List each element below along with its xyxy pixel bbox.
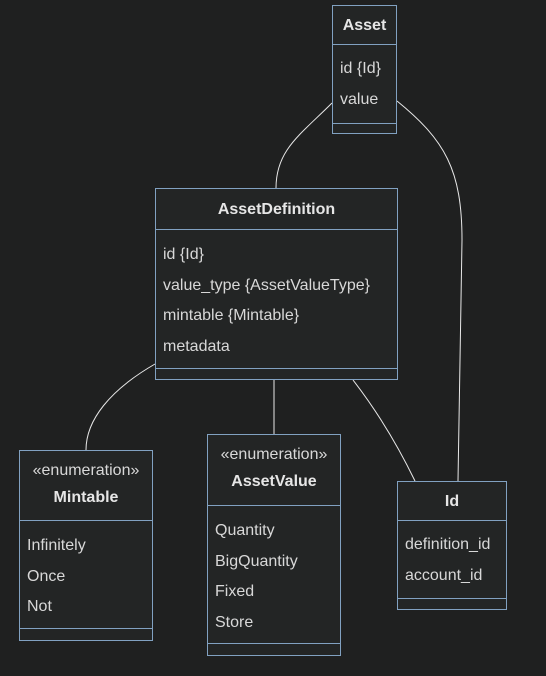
attribute: Not: [27, 598, 52, 615]
class-title: Id: [444, 493, 460, 510]
attribute: account_id: [405, 566, 483, 584]
class-mintable: «enumeration» Mintable Infinitely Once N…: [19, 450, 153, 641]
attribute: Infinitely: [27, 537, 86, 554]
attribute: value_type {AssetValueType}: [163, 276, 370, 294]
attribute: value: [340, 90, 379, 108]
stereotype-label: «enumeration»: [32, 462, 140, 479]
edge-assetdefinition-mintable: [85, 363, 156, 451]
attribute: Quantity: [215, 522, 275, 539]
attribute: Fixed: [215, 583, 255, 600]
class-asset-definition: AssetDefinition id {Id} value_type {Asse…: [155, 188, 398, 380]
attribute: mintable {Mintable}: [163, 307, 300, 324]
attribute: definition_id: [405, 536, 491, 553]
class-asset-value: «enumeration» AssetValue Quantity BigQua…: [207, 434, 341, 656]
class-title: Asset: [342, 17, 387, 34]
attribute: id {Id}: [340, 60, 381, 77]
stereotype-label: «enumeration»: [220, 446, 328, 463]
attribute: Once: [27, 567, 66, 585]
edge-asset-id: [396, 100, 463, 482]
attribute: metadata: [163, 337, 230, 355]
class-title: Mintable: [53, 489, 119, 506]
attribute: id {Id}: [163, 246, 204, 263]
edge-assetdefinition-id: [352, 379, 416, 482]
class-asset: Asset id {Id} value: [332, 5, 397, 134]
edge-asset-assetdefinition: [275, 102, 333, 189]
attribute: BigQuantity: [215, 552, 298, 570]
attribute: Store: [215, 613, 254, 631]
class-title: AssetValue: [231, 473, 317, 490]
class-title: AssetDefinition: [217, 201, 336, 218]
class-id: Id definition_id account_id: [397, 481, 507, 610]
